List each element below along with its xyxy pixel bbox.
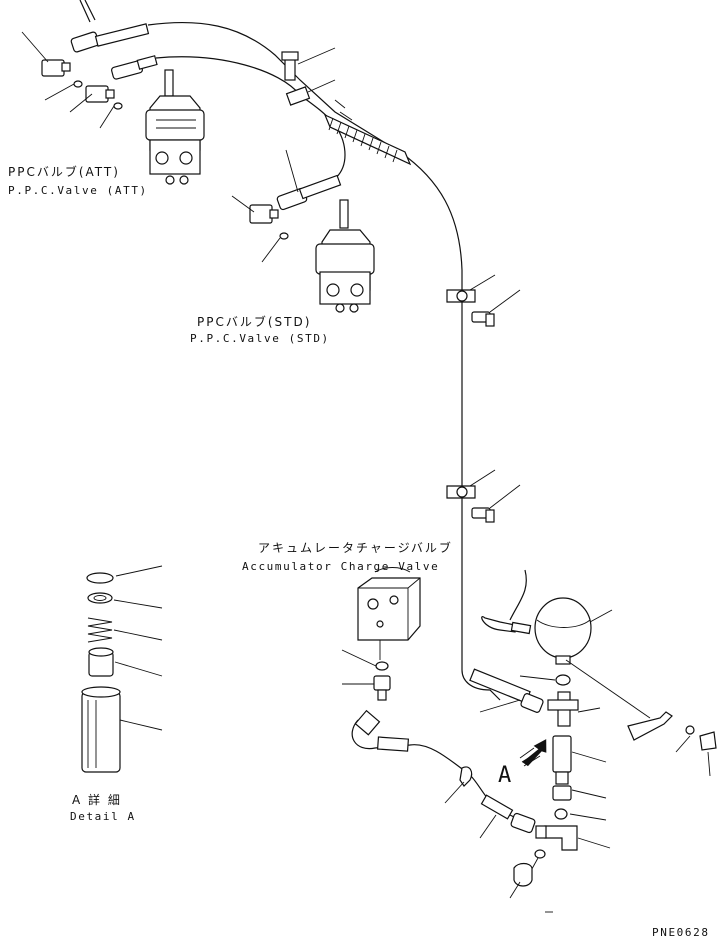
accumulator (519, 597, 651, 727)
clamp (285, 86, 311, 106)
view-direction-arrow-icon (519, 739, 547, 767)
bolt (284, 57, 296, 81)
ppc-valve-att (145, 69, 205, 185)
ppc-valve-att-label-en: P.P.C.Valve (ATT) (8, 184, 148, 197)
accumulator-valve-label-en: Accumulator Charge Valve (242, 560, 439, 573)
clamp-middle-upper (446, 274, 521, 327)
ppc-valve-std-label-en: P.P.C.Valve (STD) (190, 332, 330, 345)
drawing-code: PNE0628 (652, 926, 710, 938)
elbow-fitting (85, 85, 109, 103)
bolt-head (281, 51, 299, 61)
detail-a-label-en: Detail A (70, 810, 136, 823)
detail-a-label-jp: A 詳 細 (72, 792, 122, 807)
ppc-valve-att-label-jp: PPCバルブ(ATT) (8, 164, 120, 179)
o-ring (113, 102, 123, 110)
snap-ring (86, 572, 114, 584)
hose-fitting (70, 31, 100, 53)
spiral-protector (323, 99, 412, 166)
main-hose-routing (147, 21, 501, 701)
o-ring (73, 80, 83, 88)
accumulator-valve-label-jp: アキュムレータチャージバルブ (258, 540, 453, 555)
clamp-middle-lower (446, 469, 521, 523)
right-hose (469, 569, 544, 713)
cartridge-assembly (509, 735, 611, 913)
att-hose-assembly (21, 0, 158, 129)
spring (87, 617, 113, 643)
lower-hose (351, 709, 536, 839)
ppc-valve-std (315, 199, 375, 313)
accumulator-charge-valve (341, 567, 421, 701)
hose-end (136, 55, 158, 70)
bracket (627, 711, 717, 777)
clamp-top (281, 47, 336, 106)
elbow-nut (105, 89, 115, 99)
view-arrow-label: A (498, 763, 511, 788)
ppc-valve-std-label-jp: PPCバルブ(STD) (197, 314, 311, 329)
hose-sleeve (94, 23, 150, 47)
elbow-fitting (41, 59, 65, 77)
elbow-nut (61, 62, 71, 72)
washer (87, 592, 113, 604)
std-hose-assembly (231, 149, 342, 263)
detail-a-parts (81, 565, 163, 773)
